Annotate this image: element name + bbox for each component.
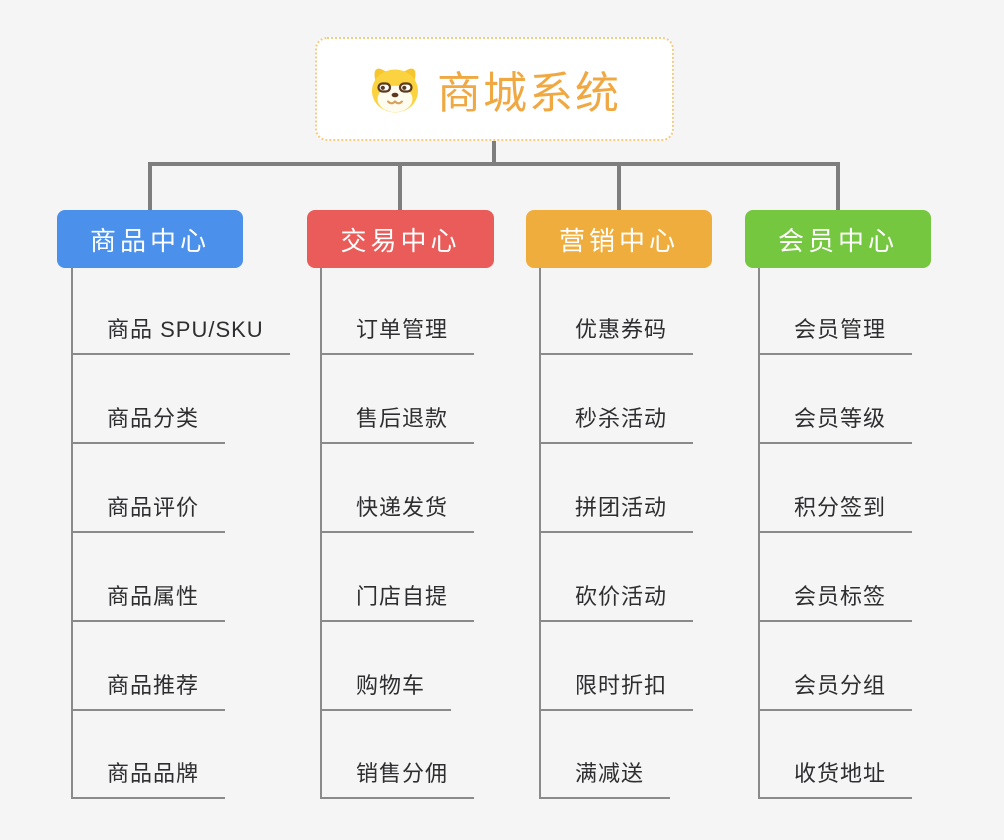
- connector-drop-product: [148, 162, 152, 210]
- mindmap-leaf[interactable]: 积分签到: [758, 493, 913, 533]
- connector-drop-member: [836, 162, 840, 210]
- mindmap-leaf[interactable]: 订单管理: [320, 315, 475, 355]
- connector-drop-marketing: [617, 162, 621, 210]
- mindmap-leaf[interactable]: 砍价活动: [539, 582, 694, 622]
- mindmap-leaf[interactable]: 商品分类: [71, 404, 226, 444]
- root-title: 商城系统: [437, 69, 621, 118]
- mindmap-leaf[interactable]: 商品推荐: [71, 671, 226, 711]
- mindmap-leaf[interactable]: 售后退款: [320, 404, 475, 444]
- mindmap-leaf[interactable]: 商品评价: [71, 493, 226, 533]
- mindmap-leaf[interactable]: 会员等级: [758, 404, 913, 444]
- mindmap-leaf[interactable]: 商品品牌: [71, 759, 226, 799]
- column-line-member: [758, 268, 760, 799]
- branch-node-marketing-center[interactable]: 营销中心: [526, 210, 712, 268]
- mindmap-leaf[interactable]: 商品 SPU/SKU: [71, 315, 290, 355]
- mindmap-leaf[interactable]: 商品属性: [71, 582, 226, 622]
- column-line-product: [71, 268, 73, 799]
- mindmap-leaf[interactable]: 销售分佣: [320, 759, 475, 799]
- mindmap-leaf[interactable]: 满减送: [539, 759, 671, 799]
- connector-root-trunk: [492, 141, 496, 165]
- branch-node-product-center[interactable]: 商品中心: [57, 210, 243, 268]
- mindmap-leaf[interactable]: 优惠券码: [539, 315, 694, 355]
- column-line-marketing: [539, 268, 541, 799]
- mindmap-leaf[interactable]: 会员标签: [758, 582, 913, 622]
- branch-node-member-center[interactable]: 会员中心: [745, 210, 931, 268]
- mindmap-leaf[interactable]: 会员管理: [758, 315, 913, 355]
- mindmap-leaf[interactable]: 拼团活动: [539, 493, 694, 533]
- mindmap-leaf[interactable]: 购物车: [320, 671, 452, 711]
- mindmap-leaf[interactable]: 收货地址: [758, 759, 913, 799]
- mindmap-leaf[interactable]: 门店自提: [320, 582, 475, 622]
- branch-node-trade-center[interactable]: 交易中心: [307, 210, 494, 268]
- mindmap-leaf[interactable]: 快递发货: [320, 493, 475, 533]
- mindmap-leaf[interactable]: 限时折扣: [539, 671, 694, 711]
- root-node[interactable]: 商城系统: [315, 37, 674, 141]
- connector-horizontal-bar: [148, 162, 840, 166]
- dog-face-icon: [372, 68, 418, 113]
- mindmap-leaf[interactable]: 秒杀活动: [539, 404, 694, 444]
- column-line-trade: [320, 268, 322, 799]
- mindmap-leaf[interactable]: 会员分组: [758, 671, 913, 711]
- connector-drop-trade: [398, 162, 402, 210]
